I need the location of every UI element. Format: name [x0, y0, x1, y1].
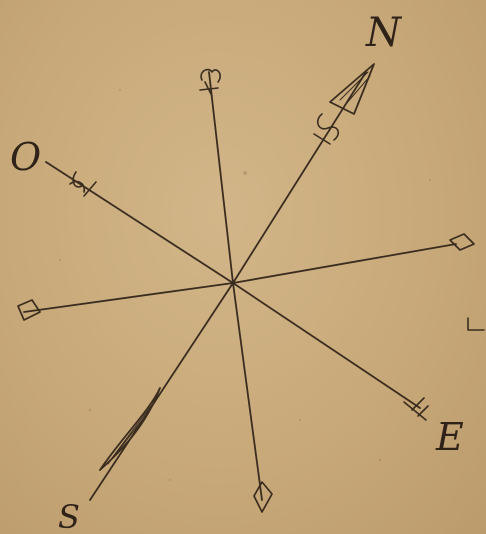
label-south: S — [58, 498, 80, 534]
lower-diamond-icon — [254, 482, 272, 512]
spoke-south — [90, 283, 233, 500]
north-arrowhead-icon — [314, 64, 374, 144]
spoke-upper — [209, 72, 233, 283]
east-cross-icon — [404, 398, 428, 420]
south-arrowhead-icon — [100, 388, 160, 470]
label-east: E — [435, 415, 464, 459]
spoke-east — [233, 283, 420, 408]
paper-texture — [59, 89, 431, 481]
spoke-right — [233, 244, 456, 283]
spoke-left — [24, 283, 233, 312]
label-north: N — [365, 10, 403, 56]
spoke-lower — [233, 283, 262, 500]
right-diamond-icon — [450, 234, 474, 250]
spoke-west — [46, 162, 233, 283]
edge-mark-icon — [468, 318, 484, 330]
label-west: O — [10, 135, 41, 179]
compass-spokes — [24, 72, 456, 500]
